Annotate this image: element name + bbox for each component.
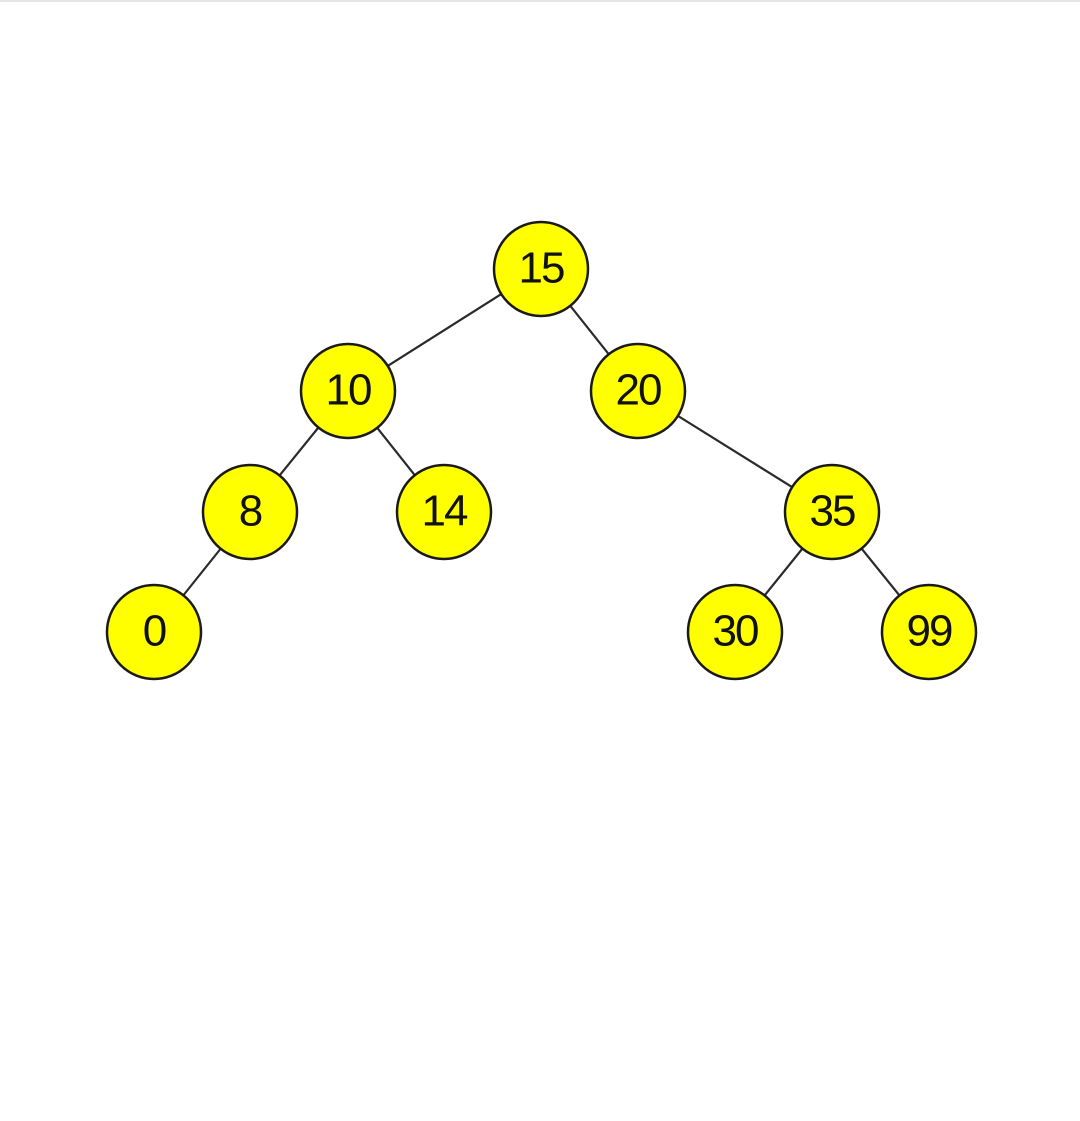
node-label: 14 bbox=[422, 487, 468, 536]
tree-node-99: 99 bbox=[880, 583, 978, 681]
node-circle bbox=[589, 342, 687, 440]
node-circle bbox=[105, 583, 203, 681]
node-label: 20 bbox=[616, 366, 661, 415]
node-circle bbox=[686, 583, 784, 681]
tree-node-15: 15 bbox=[492, 220, 590, 318]
node-label: 99 bbox=[907, 607, 952, 656]
node-circle bbox=[395, 463, 493, 561]
node-label: 0 bbox=[143, 607, 166, 656]
node-circle bbox=[783, 463, 881, 561]
node-label: 30 bbox=[713, 607, 758, 656]
node-label: 10 bbox=[326, 366, 371, 415]
node-label: 35 bbox=[810, 487, 855, 536]
tree-node-10: 10 bbox=[299, 342, 397, 440]
node-circle bbox=[492, 220, 590, 318]
node-circle bbox=[880, 583, 978, 681]
edges-layer bbox=[153, 268, 930, 633]
tree-node-30: 30 bbox=[686, 583, 784, 681]
tree-node-0: 0 bbox=[105, 583, 203, 681]
tree-node-20: 20 bbox=[589, 342, 687, 440]
window-top-border bbox=[0, 0, 1080, 2]
tree-node-35: 35 bbox=[783, 463, 881, 561]
node-circle bbox=[201, 463, 299, 561]
nodes-layer: 15 10 20 8 14 35 0 30 99 bbox=[105, 220, 978, 681]
tree-node-14: 14 bbox=[395, 463, 493, 561]
node-circle bbox=[299, 342, 397, 440]
node-label: 15 bbox=[519, 244, 564, 293]
tree-node-8: 8 bbox=[201, 463, 299, 561]
node-label: 8 bbox=[239, 487, 262, 536]
